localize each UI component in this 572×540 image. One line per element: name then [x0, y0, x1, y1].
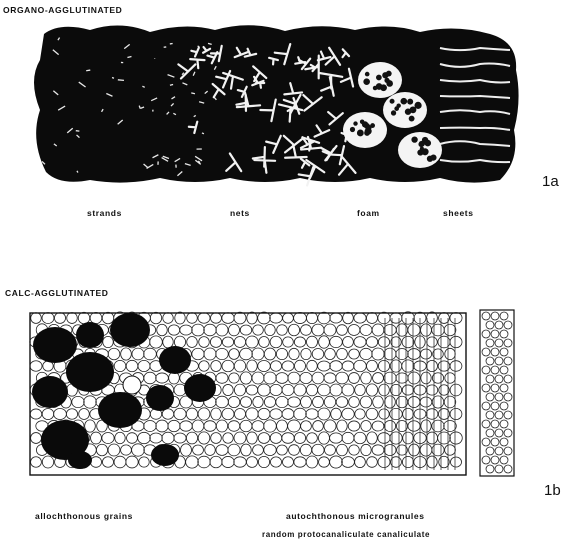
label-sheets: sheets — [443, 208, 474, 218]
allochthonous-grain — [76, 322, 104, 348]
foam-patch — [383, 92, 427, 128]
calc-agglutinated-wall — [30, 312, 466, 475]
foam-bubble — [376, 75, 382, 81]
allochthonous-grain — [151, 444, 179, 466]
label-foam: foam — [357, 208, 380, 218]
foam-bubble — [353, 121, 357, 125]
foam-bubble — [384, 78, 389, 83]
organo-agglutinated-wall — [34, 25, 519, 185]
foam-bubble — [366, 125, 371, 130]
foam-bubble — [380, 84, 387, 91]
foam-bubble — [419, 141, 425, 147]
strand-mark — [77, 171, 78, 173]
allochthonous-grain — [98, 392, 142, 428]
foam-bubble — [407, 99, 413, 105]
foam-bubble — [411, 136, 417, 142]
label-strands: strands — [87, 208, 122, 218]
foam-bubble — [394, 106, 399, 111]
panel-b-title: CALC-AGGLUTINATED — [5, 288, 109, 298]
foam-bubble — [414, 102, 421, 109]
foam-bubble — [364, 130, 370, 136]
label-wall-types: random protocanaliculate canaliculate — [262, 530, 430, 539]
panel-a-title: ORGANO-AGGLUTINATED — [3, 5, 122, 15]
canaliculate-column — [480, 310, 514, 476]
foam-bubble — [363, 78, 370, 85]
foam-bubble — [357, 130, 364, 137]
strand-mark — [112, 78, 114, 79]
allochthonous-grain — [68, 451, 92, 469]
allochthonous-grain — [146, 385, 174, 411]
strand-mark — [118, 80, 124, 81]
label-nets: nets — [230, 208, 250, 218]
foam-bubble — [365, 72, 370, 77]
allochthonous-grain — [66, 352, 114, 392]
foam-bubble — [386, 71, 392, 77]
allochthonous-grain — [110, 313, 150, 347]
allochthonous-grain — [33, 327, 77, 363]
label-autochthonous-microgranules: autochthonous microgranules — [286, 511, 425, 521]
foam-bubble — [391, 110, 396, 115]
allochthonous-grain — [32, 376, 68, 408]
strand-mark — [170, 84, 173, 85]
allochthonous-grain — [159, 346, 191, 374]
allochthonous-grain — [184, 374, 216, 402]
figure-label-1b: 1b — [544, 482, 561, 499]
figure-label-1a: 1a — [542, 173, 559, 190]
foam-bubble — [409, 116, 415, 122]
foam-bubble — [360, 120, 364, 124]
foam-bubble — [420, 147, 424, 151]
strand-mark — [202, 133, 204, 134]
strand-mark — [86, 70, 90, 71]
strand-mark — [191, 93, 195, 94]
foam-bubble — [390, 99, 395, 104]
light-grain — [123, 376, 141, 394]
foam-bubble — [430, 155, 436, 161]
foam-bubble — [350, 127, 355, 132]
label-allochthonous-grains: allochthonous grains — [35, 511, 133, 521]
foam-bubble — [400, 98, 407, 105]
